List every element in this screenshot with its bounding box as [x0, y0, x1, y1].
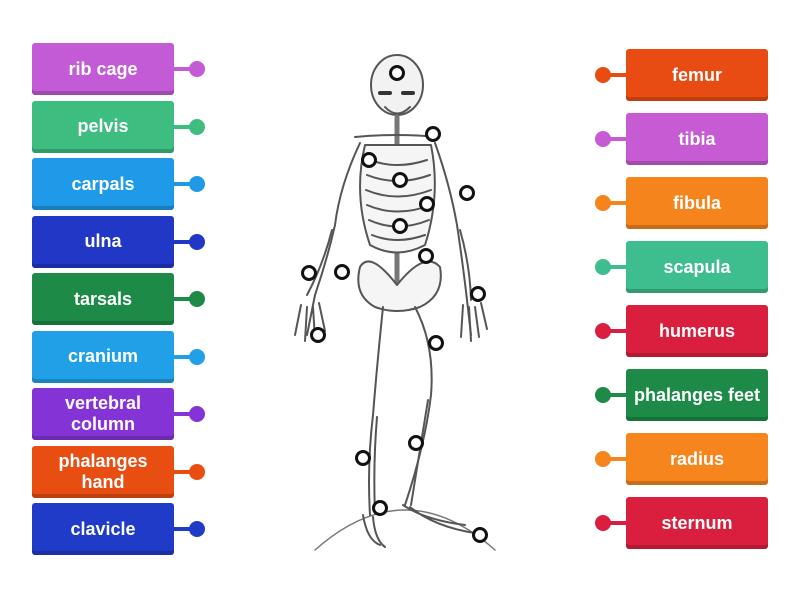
connector-knob[interactable] — [595, 67, 611, 83]
drop-target-circle[interactable] — [389, 65, 405, 81]
connector-knob[interactable] — [189, 233, 205, 250]
connector-line — [598, 265, 626, 269]
drop-target-circle[interactable] — [355, 450, 371, 466]
connector-knob[interactable] — [189, 118, 205, 135]
label-radius[interactable]: radius — [626, 433, 768, 485]
connector-line — [598, 457, 626, 461]
drop-target-circle[interactable] — [408, 435, 424, 451]
drop-target-circle[interactable] — [392, 172, 408, 188]
label-ulna[interactable]: ulna — [32, 215, 174, 268]
connector-line — [598, 393, 626, 397]
drop-target-circle[interactable] — [310, 327, 326, 343]
label-pelvis[interactable]: pelvis — [32, 100, 174, 153]
connector-line — [598, 521, 626, 525]
connector-knob[interactable] — [595, 259, 611, 275]
drop-target-circle[interactable] — [334, 264, 350, 280]
connector-line — [598, 137, 626, 141]
label-humerus[interactable]: humerus — [626, 305, 768, 357]
connector-knob[interactable] — [189, 406, 205, 422]
connector-line — [598, 329, 626, 333]
drop-target-circle[interactable] — [392, 218, 408, 234]
connector-knob[interactable] — [189, 463, 205, 480]
label-fibula[interactable]: fibula — [626, 177, 768, 229]
label-sternum[interactable]: sternum — [626, 497, 768, 549]
drop-target-circle[interactable] — [361, 152, 377, 168]
drop-target-circle[interactable] — [301, 265, 317, 281]
connector-knob[interactable] — [189, 521, 205, 537]
drop-target-circle[interactable] — [428, 335, 444, 351]
connector-knob[interactable] — [189, 291, 205, 307]
label-rib-cage[interactable]: rib cage — [32, 43, 174, 95]
drop-target-circle[interactable] — [372, 500, 388, 516]
connector-knob[interactable] — [595, 451, 611, 467]
drop-target-circle[interactable] — [459, 185, 475, 201]
connector-knob[interactable] — [595, 195, 611, 211]
connector-knob[interactable] — [189, 348, 205, 365]
connector-knob[interactable] — [595, 323, 611, 339]
drop-target-circle[interactable] — [418, 248, 434, 264]
drop-target-circle[interactable] — [419, 196, 435, 212]
label-carpals[interactable]: carpals — [32, 158, 174, 210]
label-vertebral-column[interactable]: vertebral column — [32, 388, 174, 440]
connector-knob[interactable] — [189, 61, 205, 77]
connector-knob[interactable] — [595, 387, 611, 403]
skeleton-image — [294, 54, 496, 551]
connector-line — [598, 73, 626, 77]
connector-knob[interactable] — [595, 515, 611, 531]
label-tarsals[interactable]: tarsals — [32, 273, 174, 325]
connector-line — [598, 201, 626, 205]
connector-knob[interactable] — [189, 176, 205, 192]
label-tibia[interactable]: tibia — [626, 113, 768, 165]
label-phalanges-feet[interactable]: phalanges feet — [626, 369, 768, 421]
label-clavicle[interactable]: clavicle — [32, 503, 174, 555]
drop-target-circle[interactable] — [472, 527, 488, 543]
connector-knob[interactable] — [595, 131, 611, 147]
label-femur[interactable]: femur — [626, 49, 768, 101]
drop-target-circle[interactable] — [425, 126, 441, 142]
label-cranium[interactable]: cranium — [32, 330, 174, 383]
drop-target-circle[interactable] — [470, 286, 486, 302]
label-scapula[interactable]: scapula — [626, 241, 768, 293]
label-phalanges-hand[interactable]: phalanges hand — [32, 445, 174, 498]
